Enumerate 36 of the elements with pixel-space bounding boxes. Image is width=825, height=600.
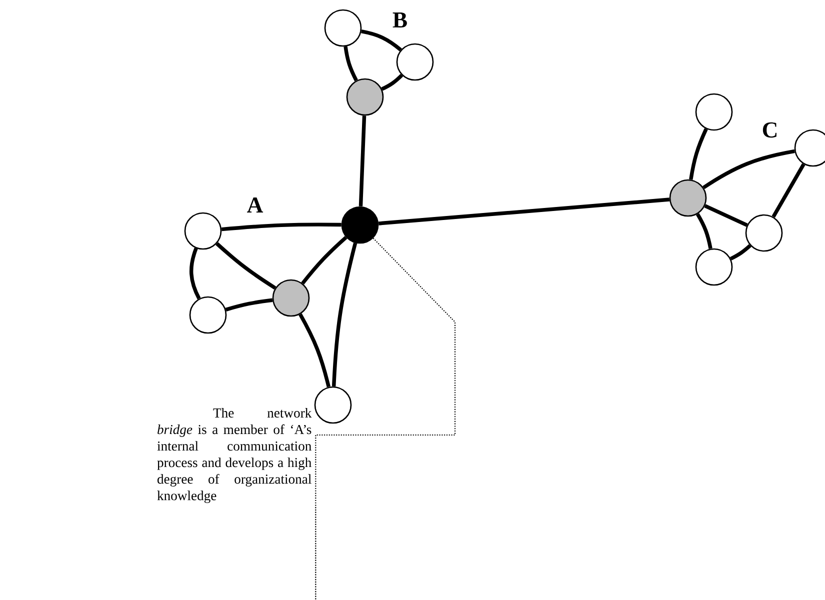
link-line: [696, 213, 712, 250]
member-node: [396, 43, 434, 81]
link-line: [225, 298, 273, 312]
link-line: [730, 244, 752, 260]
link-line: [344, 46, 358, 82]
member-node: [695, 248, 733, 286]
link-line: [298, 313, 330, 388]
group-label: A: [247, 198, 264, 212]
link-line: [772, 163, 806, 218]
link-line: [332, 242, 358, 386]
link-line: [378, 198, 670, 226]
link-line: [216, 242, 276, 290]
member-node: [314, 386, 352, 424]
link-line: [704, 204, 748, 227]
member-node: [184, 212, 222, 250]
member-node: [324, 9, 362, 47]
link-line: [221, 222, 342, 232]
member-node: [794, 129, 825, 167]
bridge-node: [272, 279, 310, 317]
link-line: [301, 236, 348, 285]
member-node: [189, 296, 227, 334]
link-line: [689, 128, 708, 180]
member-node: [745, 214, 783, 252]
hub-node: [341, 206, 379, 244]
link-line: [358, 116, 366, 206]
link-line: [189, 248, 201, 300]
leader-line: [315, 238, 456, 600]
bridge-node: [346, 78, 384, 116]
note-text: The network bridge is a member of ‘A’s internal communication process and develops a high degree of organizational knowledge: [157, 408, 312, 504]
link-line: [361, 30, 402, 52]
group-label: B: [392, 12, 407, 28]
link-line: [381, 74, 404, 91]
member-node: [695, 93, 733, 131]
group-label: C: [762, 122, 776, 138]
link-line: [702, 149, 795, 190]
bridge-node: [669, 179, 707, 217]
